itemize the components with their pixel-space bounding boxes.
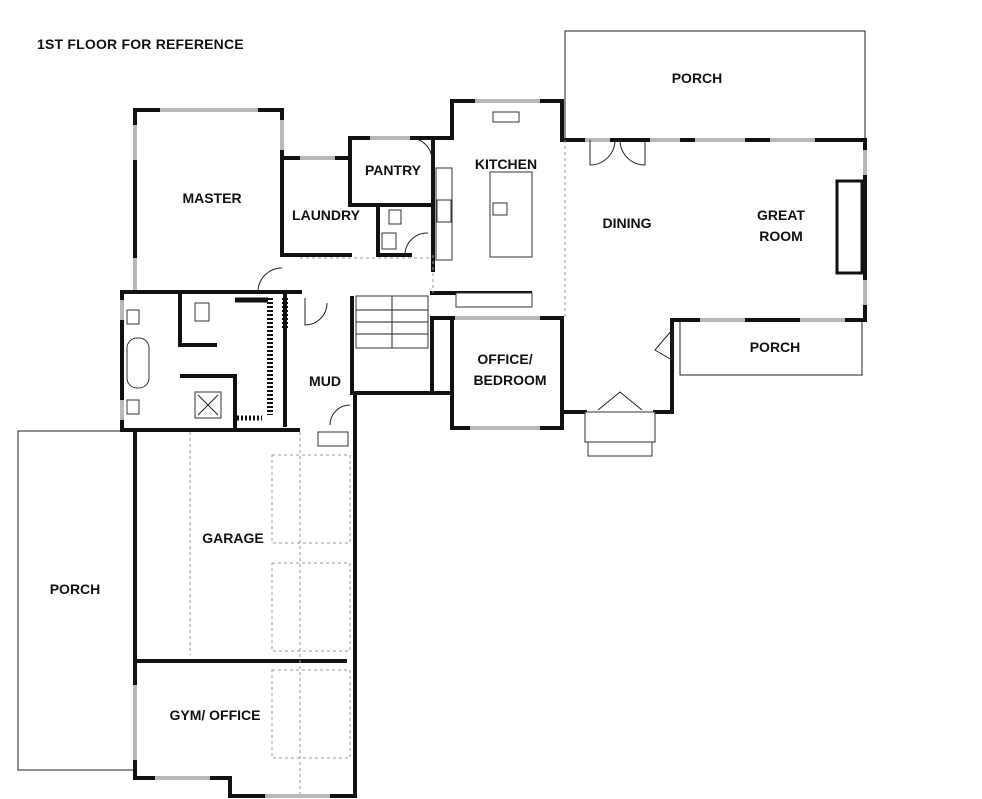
room-label-kitchen: KITCHEN	[475, 156, 537, 172]
room-label-bedroom: BEDROOM	[473, 372, 546, 388]
room-label-porch-left: PORCH	[50, 581, 101, 597]
room-label-gym-office: GYM/ OFFICE	[170, 707, 261, 723]
room-label-pantry: PANTRY	[365, 162, 422, 178]
room-label-master: MASTER	[182, 190, 241, 206]
plan-title: 1ST FLOOR FOR REFERENCE	[37, 36, 244, 52]
dashed-lines	[189, 140, 566, 794]
room-label-dining: DINING	[603, 215, 652, 231]
windows	[120, 99, 867, 798]
room-labels: PORCH KITCHEN PANTRY MASTER LAUNDRY DINI…	[50, 70, 806, 723]
room-label-porch-top: PORCH	[672, 70, 723, 86]
room-label-garage: GARAGE	[202, 530, 263, 546]
room-label-great: GREAT	[757, 207, 805, 223]
room-label-office: OFFICE/	[477, 351, 532, 367]
fixtures	[126, 111, 864, 457]
room-label-room: ROOM	[759, 228, 803, 244]
room-label-laundry: LAUNDRY	[292, 207, 361, 223]
room-label-mud: MUD	[309, 373, 341, 389]
room-label-porch-right: PORCH	[750, 339, 801, 355]
interior-walls	[120, 136, 532, 432]
porch-outlines	[17, 30, 866, 771]
